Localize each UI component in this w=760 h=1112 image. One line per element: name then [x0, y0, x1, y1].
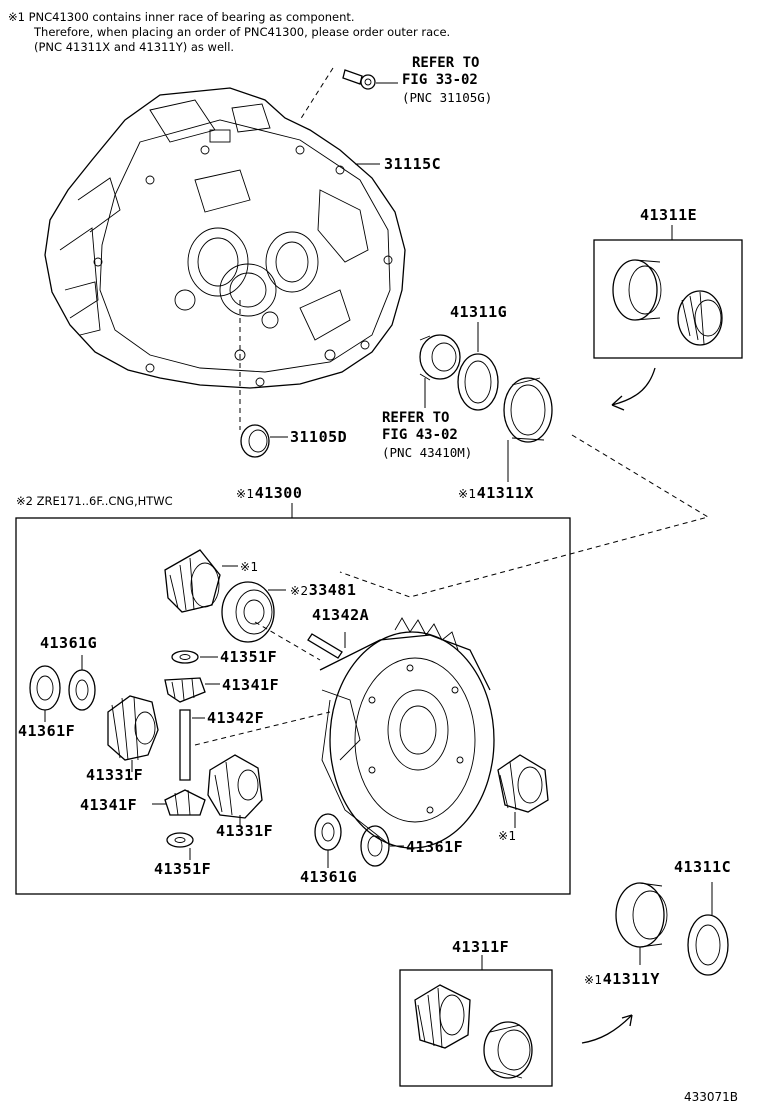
- part-label-41341f-upper[interactable]: 41341F: [222, 676, 280, 694]
- part-number: 41311X: [476, 484, 534, 502]
- thrust-washer-41361g-left[interactable]: [68, 669, 96, 711]
- part-label-41311e[interactable]: 41311E: [640, 206, 698, 224]
- bearing-cone-right[interactable]: [497, 754, 549, 813]
- bearing-set-box-41311e: [593, 239, 743, 359]
- bearing-set-box-41311f: [399, 969, 553, 1087]
- mark-1: ※1: [498, 829, 517, 843]
- part-label-31115c[interactable]: 31115C: [384, 155, 442, 173]
- mark-2: ※2: [290, 584, 309, 598]
- group-note-2: ※2 ZRE171..6F..CNG,HTWC: [16, 494, 173, 508]
- ref-line-2: FIG 33-02: [402, 72, 478, 88]
- figure-number: 433071B: [684, 1090, 739, 1104]
- part-label-41342f[interactable]: 41342F: [207, 709, 265, 727]
- refer-fig-33-02[interactable]: REFER TO FIG 33-02 (PNC 31105G): [402, 55, 492, 106]
- bearing-cup-41311e[interactable]: [612, 259, 662, 321]
- part-label-33481[interactable]: ※233481: [290, 581, 356, 599]
- part-label-41331f-left[interactable]: 41331F: [86, 766, 144, 784]
- part-label-41361f-left[interactable]: 41361F: [18, 722, 76, 740]
- ref-line-1: REFER TO: [382, 410, 450, 426]
- refer-fig-43-02[interactable]: REFER TO FIG 43-02 (PNC 43410M): [382, 410, 472, 461]
- part-label-41351f-upper[interactable]: 41351F: [220, 648, 278, 666]
- part-label-41311x[interactable]: ※141311X: [458, 484, 534, 502]
- part-label-41331f-center[interactable]: 41331F: [216, 822, 274, 840]
- ref-line-2: FIG 43-02: [382, 427, 458, 443]
- mark-1-upper-bearing: ※1: [240, 557, 259, 575]
- bolt[interactable]: [342, 69, 376, 90]
- ref-line-1: REFER TO: [412, 55, 480, 71]
- bearing-cup-41311x[interactable]: [503, 377, 553, 443]
- bearing-cup-41311y[interactable]: [615, 882, 668, 948]
- mark-1: ※1: [584, 973, 603, 987]
- pinion-41341f-lower[interactable]: [164, 789, 206, 816]
- part-label-41361g-right[interactable]: 41361G: [300, 868, 358, 886]
- note-line-3: (PNC 41311X and 41311Y) as well.: [34, 40, 235, 54]
- thrust-washer-41351f-lower[interactable]: [166, 832, 194, 848]
- ref-line-3: (PNC 31105G): [402, 90, 493, 105]
- transaxle-case[interactable]: [44, 87, 406, 389]
- part-label-41342a[interactable]: 41342A: [312, 606, 370, 624]
- pinion-41341f-upper[interactable]: [164, 677, 206, 703]
- part-label-41341f-lower[interactable]: 41341F: [80, 796, 138, 814]
- mark-1: ※1: [240, 560, 259, 574]
- part-label-41311f[interactable]: 41311F: [452, 938, 510, 956]
- differential-assembly-box-41300: [15, 517, 571, 895]
- bearing-cone-upper[interactable]: [164, 549, 221, 613]
- part-label-41351f-lower[interactable]: 41351F: [154, 860, 212, 878]
- differential-case-ring-gear[interactable]: [319, 617, 495, 849]
- note-line-1: ※1 PNC41300 contains inner race of beari…: [8, 10, 355, 24]
- part-label-31105d[interactable]: 31105D: [290, 428, 348, 446]
- part-number: 41300: [254, 484, 303, 502]
- bearing-cone-41311e[interactable]: [677, 290, 723, 346]
- shim-41311c[interactable]: [687, 914, 729, 976]
- side-gear-shaft-seal[interactable]: [419, 334, 461, 381]
- bearing-cup-41311f[interactable]: [483, 1021, 533, 1079]
- part-label-41311c[interactable]: 41311C: [674, 858, 732, 876]
- part-label-41311y[interactable]: ※141311Y: [584, 970, 660, 988]
- adjusting-washer-41361f-left[interactable]: [29, 665, 61, 711]
- oil-seal-41311g[interactable]: [457, 353, 499, 411]
- part-label-41361g-left[interactable]: 41361G: [40, 634, 98, 652]
- bearing-cone-41311f[interactable]: [414, 984, 471, 1049]
- side-gear-41331f-left[interactable]: [107, 695, 159, 761]
- part-label-41361f-right[interactable]: 41361F: [406, 838, 464, 856]
- note-line-2: Therefore, when placing an order of PNC4…: [34, 25, 451, 39]
- ref-line-3: (PNC 43410M): [382, 445, 473, 460]
- part-label-41300[interactable]: ※141300: [236, 484, 302, 502]
- thrust-washer-41351f-upper[interactable]: [171, 650, 199, 664]
- pin-41342a[interactable]: [307, 633, 343, 659]
- part-number: 41311Y: [602, 970, 660, 988]
- mark-1: ※1: [236, 487, 255, 501]
- adjusting-washer-41361f-right[interactable]: [360, 825, 390, 867]
- side-gear-41331f-center[interactable]: [207, 754, 263, 819]
- part-label-41311g[interactable]: 41311G: [450, 303, 508, 321]
- mark-1-right-bearing: ※1: [498, 826, 517, 844]
- part-number: 33481: [308, 581, 357, 599]
- thrust-washer-41361g-right[interactable]: [314, 813, 342, 851]
- mark-1: ※1: [458, 487, 477, 501]
- oil-seal-31105d[interactable]: [240, 424, 270, 458]
- speedometer-drive-gear-33481[interactable]: [221, 581, 275, 643]
- pinion-shaft-41342f[interactable]: [179, 709, 191, 781]
